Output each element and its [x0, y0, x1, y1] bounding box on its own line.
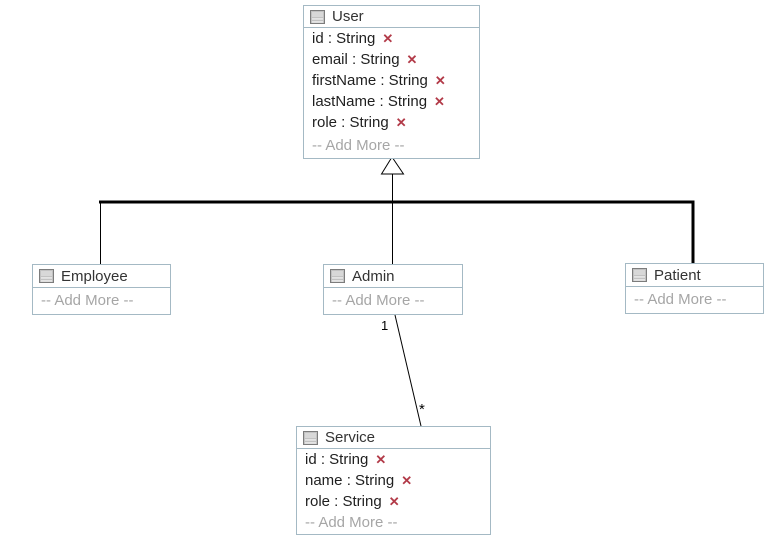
attribute-text: id : String — [305, 451, 369, 468]
attribute-row[interactable]: id : String ✕ — [297, 449, 490, 470]
class-header-employee[interactable]: Employee — [33, 265, 170, 288]
class-icon — [39, 269, 54, 283]
class-title: User — [332, 8, 364, 25]
class-box-admin[interactable]: Admin -- Add More -- — [323, 264, 463, 315]
class-icon — [310, 9, 325, 24]
attribute-row[interactable]: lastName : String ✕ — [304, 91, 479, 112]
class-title: Patient — [654, 266, 701, 284]
add-more-button[interactable]: -- Add More -- — [305, 514, 398, 531]
class-box-user[interactable]: User id : String ✕ email : String ✕ firs… — [303, 5, 480, 159]
class-title: Service — [325, 429, 376, 446]
class-header-user[interactable]: User — [304, 6, 479, 28]
attribute-row[interactable]: id : String ✕ — [304, 28, 479, 49]
attribute-text: email : String — [312, 51, 400, 68]
delete-attribute-icon[interactable]: ✕ — [434, 94, 445, 109]
class-title: Admin — [352, 267, 395, 285]
delete-attribute-icon[interactable]: ✕ — [388, 494, 400, 509]
attribute-text: lastName : String — [312, 93, 428, 110]
class-icon — [303, 430, 318, 445]
attribute-text: role : String — [305, 493, 382, 510]
delete-attribute-icon[interactable]: ✕ — [406, 52, 418, 67]
delete-attribute-icon[interactable]: ✕ — [401, 473, 413, 488]
attribute-row[interactable]: role : String ✕ — [304, 112, 479, 133]
inheritance-triangle-icon[interactable] — [380, 156, 405, 175]
attribute-row[interactable]: name : String ✕ — [297, 470, 490, 491]
class-icon — [330, 269, 345, 283]
add-more-button[interactable]: -- Add More -- — [332, 292, 425, 309]
class-header-admin[interactable]: Admin — [324, 265, 462, 288]
attribute-row[interactable]: role : String ✕ — [297, 491, 490, 512]
attribute-text: firstName : String — [312, 72, 428, 89]
add-more-button[interactable]: -- Add More -- — [41, 292, 134, 309]
delete-attribute-icon[interactable]: ✕ — [434, 73, 446, 88]
association-edge-admin-service[interactable] — [394, 314, 422, 427]
multiplicity-label-source[interactable]: 1 — [381, 318, 389, 333]
multiplicity-label-target[interactable]: * — [419, 401, 425, 418]
class-title: Employee — [61, 267, 128, 285]
class-box-employee[interactable]: Employee -- Add More -- — [32, 264, 171, 315]
attribute-text: name : String — [305, 472, 395, 489]
add-more-button[interactable]: -- Add More -- — [634, 291, 727, 308]
class-icon — [632, 268, 647, 282]
class-header-service[interactable]: Service — [297, 427, 490, 449]
attribute-text: id : String — [312, 30, 376, 47]
attribute-text: role : String — [312, 114, 389, 131]
delete-attribute-icon[interactable]: ✕ — [382, 31, 394, 46]
class-box-patient[interactable]: Patient -- Add More -- — [625, 263, 764, 314]
add-more-button[interactable]: -- Add More -- — [312, 137, 405, 154]
class-box-service[interactable]: Service id : String ✕ name : String ✕ ro… — [296, 426, 491, 535]
attribute-row[interactable]: email : String ✕ — [304, 49, 479, 70]
delete-attribute-icon[interactable]: ✕ — [375, 452, 387, 467]
delete-attribute-icon[interactable]: ✕ — [395, 115, 407, 130]
attribute-row[interactable]: firstName : String ✕ — [304, 70, 479, 91]
class-header-patient[interactable]: Patient — [626, 264, 763, 287]
